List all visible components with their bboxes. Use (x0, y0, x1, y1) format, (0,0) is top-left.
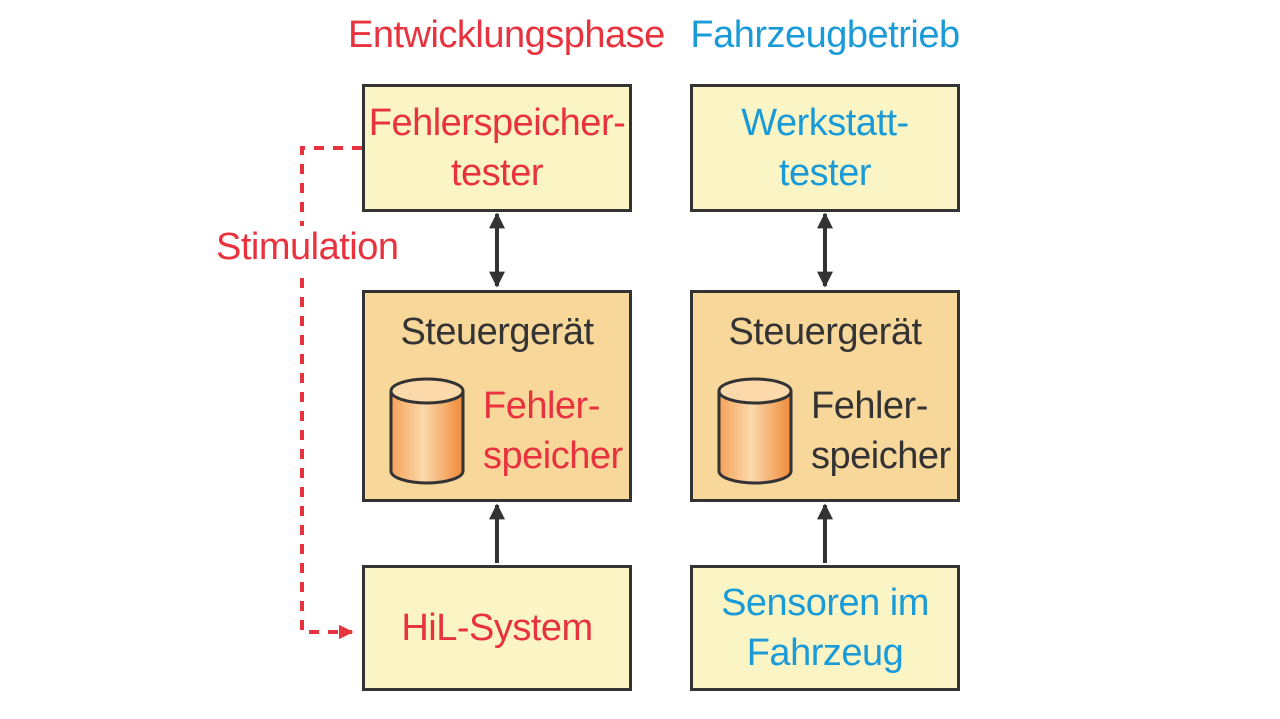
stimulation-path (300, 146, 362, 640)
dev-memory-label: Fehler- speicher (483, 385, 623, 477)
ops-ecu-title: Steuergerät (728, 311, 922, 353)
dev-hil-label: HiL-System (401, 607, 593, 649)
dev-tester-box: Fehlerspeicher- tester (362, 84, 632, 212)
ops-ecu-box: Steuergerät Fehler- speicher (690, 290, 960, 502)
dev-ecu-box: Steuergerät Fehler- speicher (362, 290, 632, 502)
dev-phase-heading: Entwicklungsphase (348, 14, 665, 56)
ops-phase-heading: Fahrzeugbetrieb (690, 14, 960, 56)
ops-memory-label: Fehler- speicher (811, 385, 951, 477)
ops-sensor-label: Sensoren im Fahrzeug (721, 582, 929, 674)
fault-memory-icon (389, 377, 465, 485)
dev-tester-label: Fehlerspeicher- tester (368, 102, 626, 194)
fault-memory-icon (717, 377, 793, 485)
ops-sensor-box: Sensoren im Fahrzeug (690, 565, 960, 691)
ops-tester-box: Werkstatt- tester (690, 84, 960, 212)
dev-ecu-title: Steuergerät (400, 311, 594, 353)
ops-tester-label: Werkstatt- tester (741, 102, 909, 194)
dev-hil-box: HiL-System (362, 565, 632, 691)
stimulation-label: Stimulation (212, 226, 403, 269)
